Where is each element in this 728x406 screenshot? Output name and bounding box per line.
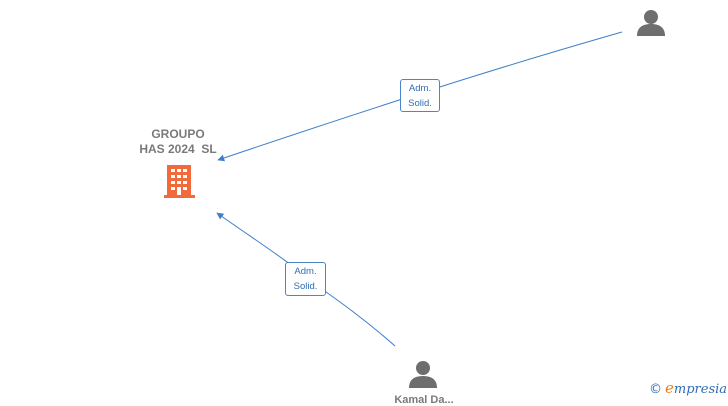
brand-logo[interactable]: ©empresia [649,379,727,397]
person-icon[interactable] [637,10,665,36]
edge-top-person-to-company [217,31,623,162]
person-icon[interactable] [409,361,437,388]
relation-label-line-2: Solid. [408,98,432,109]
company-name-line-2: HAS 2024 SL [139,142,217,156]
company-name[interactable]: GROUPO HAS 2024 SL [128,127,228,157]
relation-label-line-2: Solid. [293,281,318,292]
building-icon[interactable] [164,165,195,198]
company-name-line-1: GROUPO [151,127,205,141]
relation-label: Adm. Solid. [285,262,326,296]
relation-label-line-1: Adm. [408,83,432,94]
person-name[interactable]: Kamal Da... [394,394,454,406]
relation-label-line-1: Adm. [294,266,317,277]
relation-label: Adm. Solid. [400,79,440,112]
copyright-icon: © [649,382,662,397]
brand-e: e [665,379,674,397]
brand-rest: mpresia [673,382,728,397]
